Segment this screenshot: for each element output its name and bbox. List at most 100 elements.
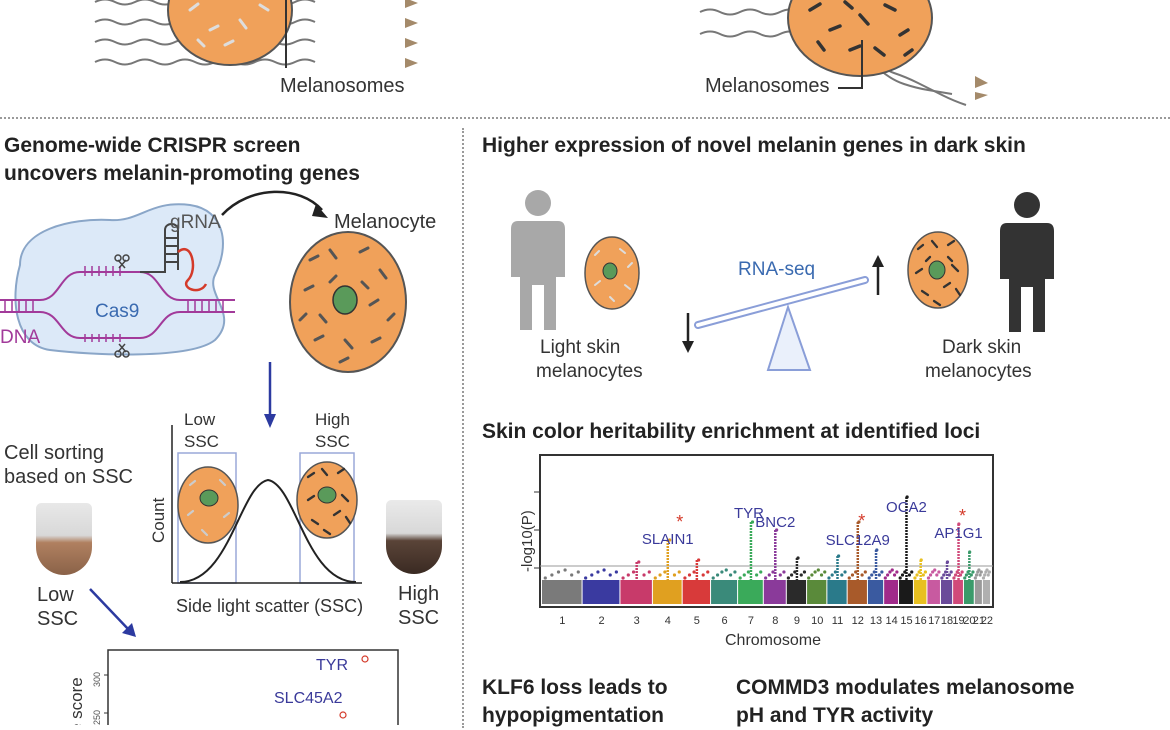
chromosome-band-3: [620, 580, 652, 604]
snp-point: [978, 573, 982, 577]
snp-point: [746, 570, 750, 574]
snp-point: [793, 570, 797, 574]
snp-point: [926, 576, 931, 580]
snp-point: [877, 573, 881, 577]
snp-point: [550, 573, 554, 577]
horizontal-divider: [0, 117, 1170, 119]
chromosome-band-19: [953, 580, 963, 604]
star-icon: *: [959, 506, 966, 526]
klf6-line1: KLF6 loss leads to: [482, 676, 668, 699]
cell-sorting-line2: based on SSC: [4, 466, 133, 488]
snp-point: [658, 573, 662, 577]
score-gene-tyr: TYR: [316, 657, 348, 674]
score-axis-label: e score: [67, 677, 86, 725]
chromosome-band-11: [827, 580, 847, 604]
klf6-line2: hypopigmentation: [482, 704, 664, 727]
snp-point: [584, 576, 588, 580]
chromosome-band-4: [652, 580, 682, 604]
crispr-diagram: gRNA Cas9 DNA Melanocyte: [0, 190, 436, 428]
snp-point: [715, 573, 720, 577]
score-gene-slc45a2: SLC45A2: [274, 690, 343, 707]
chromosome-band-16: [913, 580, 927, 604]
snp-point: [677, 570, 681, 574]
snp-point: [949, 570, 953, 574]
distribution-curve: [179, 478, 357, 583]
snp-point: [907, 573, 912, 577]
chromosome-band-7: [738, 580, 763, 604]
snp-point: [724, 568, 728, 572]
snp-point: [963, 576, 967, 580]
snp-point: [570, 573, 574, 577]
chromosome-tick-1: 1: [559, 615, 565, 627]
cas9-blob: [14, 203, 226, 356]
melanocyte-label: Melanocyte: [334, 211, 436, 233]
snp-point: [830, 573, 834, 577]
snp-point: [687, 573, 692, 577]
snp-point: [937, 570, 941, 574]
dark-cell-top: [787, 0, 933, 77]
snp-point: [764, 576, 768, 580]
gene-label-oca2: OCA2: [886, 499, 927, 516]
snp-point: [840, 573, 844, 577]
snp-point: [556, 570, 561, 574]
snp-point: [810, 573, 814, 577]
chromosome-band-8: [763, 580, 786, 604]
snp-point: [833, 570, 837, 574]
gene-label-slain1: SLAIN1: [642, 531, 694, 548]
light-cell-top: [167, 0, 293, 66]
chromosome-tick-10: 10: [811, 615, 823, 627]
chromosome-band-13: [867, 580, 884, 604]
snp-point: [983, 573, 987, 577]
snp-point: [759, 570, 763, 574]
snp-point: [921, 573, 925, 577]
snp-point: [728, 573, 733, 577]
low-ssc-line1: Low: [37, 584, 74, 606]
snp-point: [672, 573, 677, 577]
snp-point: [888, 570, 892, 574]
snp-point: [953, 573, 958, 577]
dna-strands: [0, 271, 235, 339]
scissors-icon: [114, 254, 130, 358]
snp-point: [935, 573, 939, 577]
star-icon: *: [676, 512, 683, 532]
snp-point: [683, 576, 687, 580]
snp-point: [823, 570, 827, 574]
snp-point: [867, 576, 871, 580]
chromosome-tick-14: 14: [885, 615, 897, 627]
grna-tail: [177, 248, 208, 292]
snp-point: [883, 576, 887, 580]
crispr-title-line2: uncovers melanin-promoting genes: [4, 162, 360, 185]
low-ssc-line2: SSC: [37, 608, 79, 630]
snp-point: [642, 573, 646, 577]
snp-point: [771, 570, 775, 574]
snp-point: [631, 570, 636, 574]
star-icon: *: [858, 511, 865, 531]
top-illustration: Melanosomes Melanosomes: [94, 0, 988, 106]
snp-point: [782, 570, 786, 574]
chromosome-tick-21: 21: [973, 615, 985, 627]
plot-low-line1: Low: [184, 410, 216, 429]
chromosome-tick-13: 13: [870, 615, 882, 627]
snp-point: [923, 570, 927, 574]
chromosome-band-18: [940, 580, 953, 604]
gene-label-tyr: TYR: [734, 505, 764, 522]
snp-point: [987, 570, 992, 574]
snp-point: [886, 573, 890, 577]
snp-point: [767, 573, 771, 577]
chromosome-band-12: [847, 580, 867, 604]
snp-point: [653, 576, 657, 580]
chromosome-tick-12: 12: [852, 615, 864, 627]
chromosome-tick-20: 20: [963, 615, 975, 627]
snp-point: [870, 573, 874, 577]
snp-point: [977, 568, 981, 572]
snp-point: [543, 576, 547, 580]
chromosome-band-14: [884, 580, 899, 604]
snp-point: [647, 570, 651, 574]
snp-point: [979, 570, 983, 574]
chromosome-band-10: [807, 580, 827, 604]
expression-title: Higher expression of novel melanin genes…: [482, 134, 1026, 157]
snp-point: [942, 573, 946, 577]
chromosome-tick-7: 7: [748, 615, 754, 627]
snp-point: [880, 570, 884, 574]
